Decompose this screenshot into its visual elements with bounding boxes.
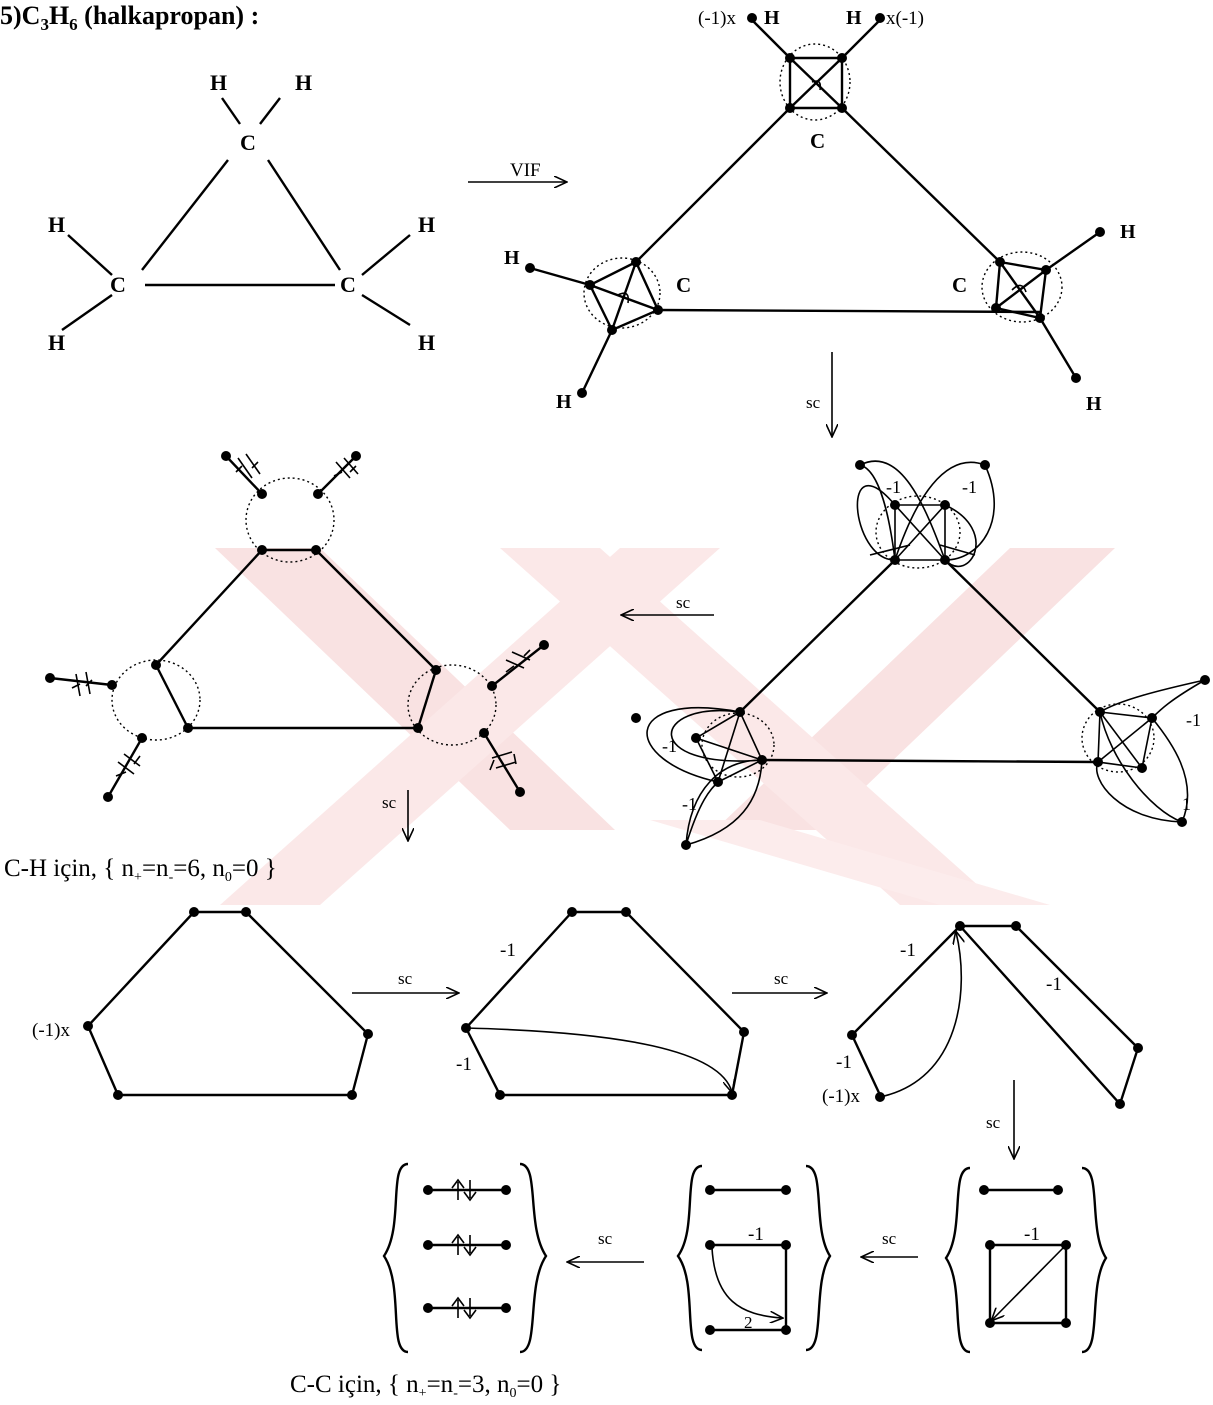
hexagon-graph-3: -1 -1 -1 (-1)x [822, 921, 1143, 1109]
atom-h: H [504, 247, 520, 269]
weight-label: -1 [962, 477, 977, 497]
vif-label: VIF [510, 160, 541, 181]
weight-label: (-1)x [698, 8, 736, 29]
hexagon-graph-2: -1 -1 [456, 907, 749, 1100]
atom-c-left: C [676, 273, 691, 297]
atom-h: H [295, 70, 312, 95]
atom-h: H [418, 330, 435, 355]
sc-arrow: sc [806, 352, 832, 436]
atom-c-right: C [340, 272, 356, 297]
atom-h: H [764, 7, 780, 29]
page-title: 5)C3H6 (halkapropan) : [0, 1, 259, 34]
weight-label: -1 [1024, 1224, 1040, 1245]
cc-caption: C-C için, { n+=n-=3, n0=0 } [290, 1371, 561, 1401]
vif-arrow: VIF [468, 160, 566, 182]
atom-h: H [210, 70, 227, 95]
atom-h: H [846, 7, 862, 29]
weight-label: 1 [1182, 794, 1191, 814]
sc-arrow: sc [732, 969, 826, 993]
sc-label: sc [676, 593, 691, 612]
sc-label: sc [986, 1113, 1001, 1132]
ch-caption: C-H için, { n+=n-=6, n0=0 } [4, 855, 277, 885]
sc-label: sc [398, 969, 413, 988]
weight-label: -1 [1046, 974, 1062, 995]
atom-h: H [418, 212, 435, 237]
weight-label: -1 [836, 1052, 852, 1073]
sc-arrow: sc [568, 1229, 644, 1262]
vif-graph: (-1)x H H x(-1) C C C H H H H [504, 7, 1136, 415]
bracket-graph-c: -1 [944, 1166, 1108, 1354]
sc-arrow: sc [862, 1229, 918, 1257]
sc-label: sc [598, 1229, 613, 1248]
sc-arrow: sc [352, 969, 458, 993]
atom-h: H [1120, 221, 1136, 243]
weight-label: -1 [682, 794, 697, 814]
sc-step2-graph [45, 451, 549, 802]
sc-arrow: sc [622, 593, 714, 615]
sc-arrow: sc [986, 1080, 1014, 1158]
hexagon-graph-1: (-1)x [32, 907, 373, 1100]
bracket-graph-a [382, 1162, 548, 1354]
sc-label: sc [806, 393, 821, 412]
weight-label: -1 [456, 1054, 472, 1075]
sc-label: sc [774, 969, 789, 988]
watermark [215, 548, 1115, 905]
atom-h: H [556, 391, 572, 413]
sc-arrow: sc [382, 790, 408, 840]
atom-c-right: C [952, 273, 967, 297]
atom-h: H [48, 212, 65, 237]
atom-h: H [48, 330, 65, 355]
atom-h: H [1086, 393, 1102, 415]
weight-label: -1 [886, 477, 901, 497]
weight-label: -1 [662, 736, 677, 756]
weight-label: x(-1) [886, 8, 924, 29]
atom-c-left: C [110, 272, 126, 297]
weight-label: -1 [748, 1224, 764, 1245]
sc-label: sc [882, 1229, 897, 1248]
structural-formula: C C C H H H H H H [48, 70, 435, 355]
weight-label: -1 [1186, 710, 1201, 730]
spin-pair-icon [71, 453, 531, 777]
atom-c-top: C [810, 129, 825, 153]
weight-label: 2 [744, 1313, 753, 1332]
sc-label: sc [382, 793, 397, 812]
atom-c-top: C [240, 130, 256, 155]
weight-label: -1 [500, 940, 516, 961]
spin-pair-icon [451, 1178, 477, 1320]
bracket-graph-b: -1 2 [676, 1164, 832, 1352]
weight-label: -1 [900, 940, 916, 961]
sc-step1-graph: -1 -1 -1 -1 -1 1 [631, 460, 1210, 850]
weight-label: (-1)x [822, 1086, 860, 1107]
weight-label: (-1)x [32, 1020, 70, 1041]
